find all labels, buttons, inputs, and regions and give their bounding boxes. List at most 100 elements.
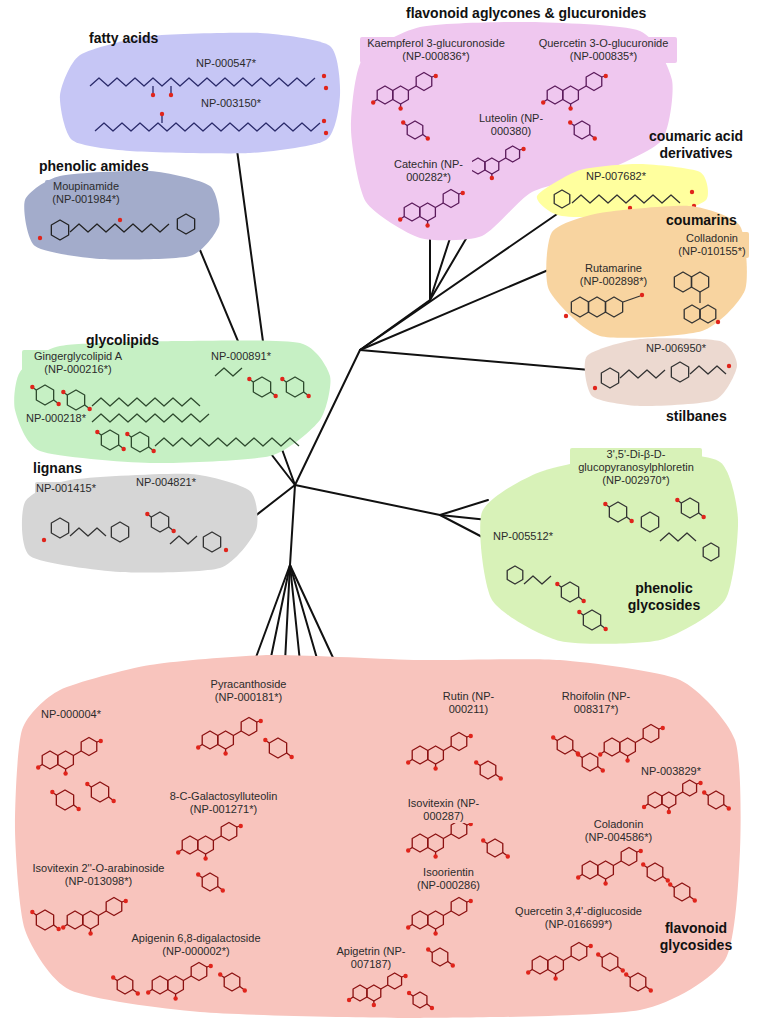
region-group	[546, 206, 747, 338]
chemical-structure	[30, 368, 311, 453]
oxygen-atom	[603, 502, 607, 506]
compound-label: Coladonin (NP-004586*)	[580, 818, 657, 844]
bond-line	[51, 220, 68, 240]
bond-line	[286, 377, 303, 397]
oxygen-atom	[666, 878, 670, 882]
oxygen-atom	[61, 390, 65, 394]
oxygen-atom	[30, 910, 34, 914]
class-heading: flavonoid glycosides	[650, 920, 742, 954]
class-heading: fatty acids	[88, 30, 159, 47]
compound-label: NP-000004*	[40, 708, 102, 721]
bond-line	[213, 836, 221, 841]
oxygen-atom	[727, 364, 731, 368]
bond-line	[269, 738, 286, 758]
bond-line	[412, 746, 428, 764]
oxygen-atom	[541, 100, 545, 104]
bond-line	[218, 731, 234, 749]
bond-line	[674, 272, 691, 292]
bond-line	[609, 502, 626, 522]
oxygen-atom	[701, 515, 705, 519]
bond-line	[660, 533, 696, 541]
oxygen-atom	[42, 538, 46, 542]
cluster-region: fatty acidsNP-000547*NP-003150*	[46, 19, 354, 167]
bond-line	[601, 368, 618, 388]
oxygen-atom	[85, 782, 89, 786]
bond-line	[623, 296, 640, 302]
bond-line	[70, 224, 169, 232]
compound-label: NP-004821*	[135, 476, 197, 489]
oxygen-atom	[604, 74, 608, 78]
compound-label: Catechin (NP-000282*)	[385, 158, 472, 184]
compound-label: Kaempferol 3-glucuronoside (NP-000836*)	[360, 37, 512, 63]
bond-line	[215, 368, 242, 376]
oxygen-atom	[218, 972, 222, 976]
oxygen-atom	[667, 810, 671, 814]
bond-line	[662, 792, 676, 808]
class-heading: glycolipids	[85, 332, 160, 349]
bond-line	[152, 86, 153, 93]
bond-line	[451, 821, 467, 839]
bond-line	[92, 398, 200, 406]
oxygen-atom	[118, 218, 122, 222]
bond-line	[708, 791, 724, 809]
bond-line	[547, 86, 563, 104]
bond-line	[699, 292, 700, 303]
compound-label: NP-006950*	[645, 342, 707, 355]
bond-line	[676, 792, 683, 796]
bond-line	[111, 522, 128, 542]
bond-line	[155, 438, 299, 446]
bond-line	[381, 985, 388, 989]
oxygen-atom	[111, 975, 115, 979]
bond-line	[56, 790, 73, 810]
bond-line	[95, 123, 320, 131]
oxygen-atom	[203, 856, 207, 860]
bond-line	[377, 86, 393, 104]
oxygen-atom	[160, 112, 164, 116]
oxygen-atom	[398, 217, 402, 221]
bond-line	[671, 362, 688, 382]
bond-line	[548, 956, 564, 974]
oxygen-atom	[716, 320, 720, 324]
bond-line	[170, 536, 197, 544]
bond-line	[408, 86, 416, 91]
bond-line	[691, 272, 708, 292]
oxygen-atom	[111, 799, 115, 803]
bond-line	[353, 985, 367, 1001]
region-blob	[24, 171, 219, 260]
tree-branch	[440, 500, 488, 515]
bond-line	[253, 377, 270, 397]
bond-line	[407, 121, 423, 139]
bond-line	[586, 73, 602, 91]
oxygen-atom	[171, 529, 175, 533]
bond-line	[563, 86, 579, 104]
bond-line	[91, 782, 108, 802]
oxygen-atom	[693, 898, 697, 902]
bond-line	[428, 746, 444, 764]
chemical-structure	[42, 512, 228, 552]
compound-label: Colladonin (NP-010155*)	[675, 232, 749, 258]
bond-line	[131, 432, 148, 452]
oxygen-atom	[596, 952, 600, 956]
oxygen-atom	[324, 86, 328, 90]
bond-line	[203, 532, 220, 552]
oxygen-atom	[196, 745, 200, 749]
bond-line	[388, 973, 402, 989]
class-heading: lignans	[32, 460, 83, 477]
oxygen-atom	[403, 974, 407, 978]
oxygen-atom	[629, 519, 633, 523]
bond-line	[36, 385, 53, 405]
oxygen-atom	[451, 963, 455, 967]
bond-line	[684, 305, 700, 323]
oxygen-atom	[99, 739, 103, 743]
tree-branch	[429, 235, 431, 300]
bond-line	[485, 158, 499, 174]
compound-label: NP-003150*	[200, 97, 262, 110]
oxygen-atom	[698, 781, 702, 785]
oxygen-atom	[675, 498, 679, 502]
oxygen-atom	[598, 752, 602, 756]
bond-line	[416, 73, 432, 91]
bond-line	[487, 839, 503, 857]
class-heading: flavonoid aglycones & glucuronides	[405, 5, 647, 22]
compound-label: Apigetrin (NP-007187)	[335, 945, 407, 971]
